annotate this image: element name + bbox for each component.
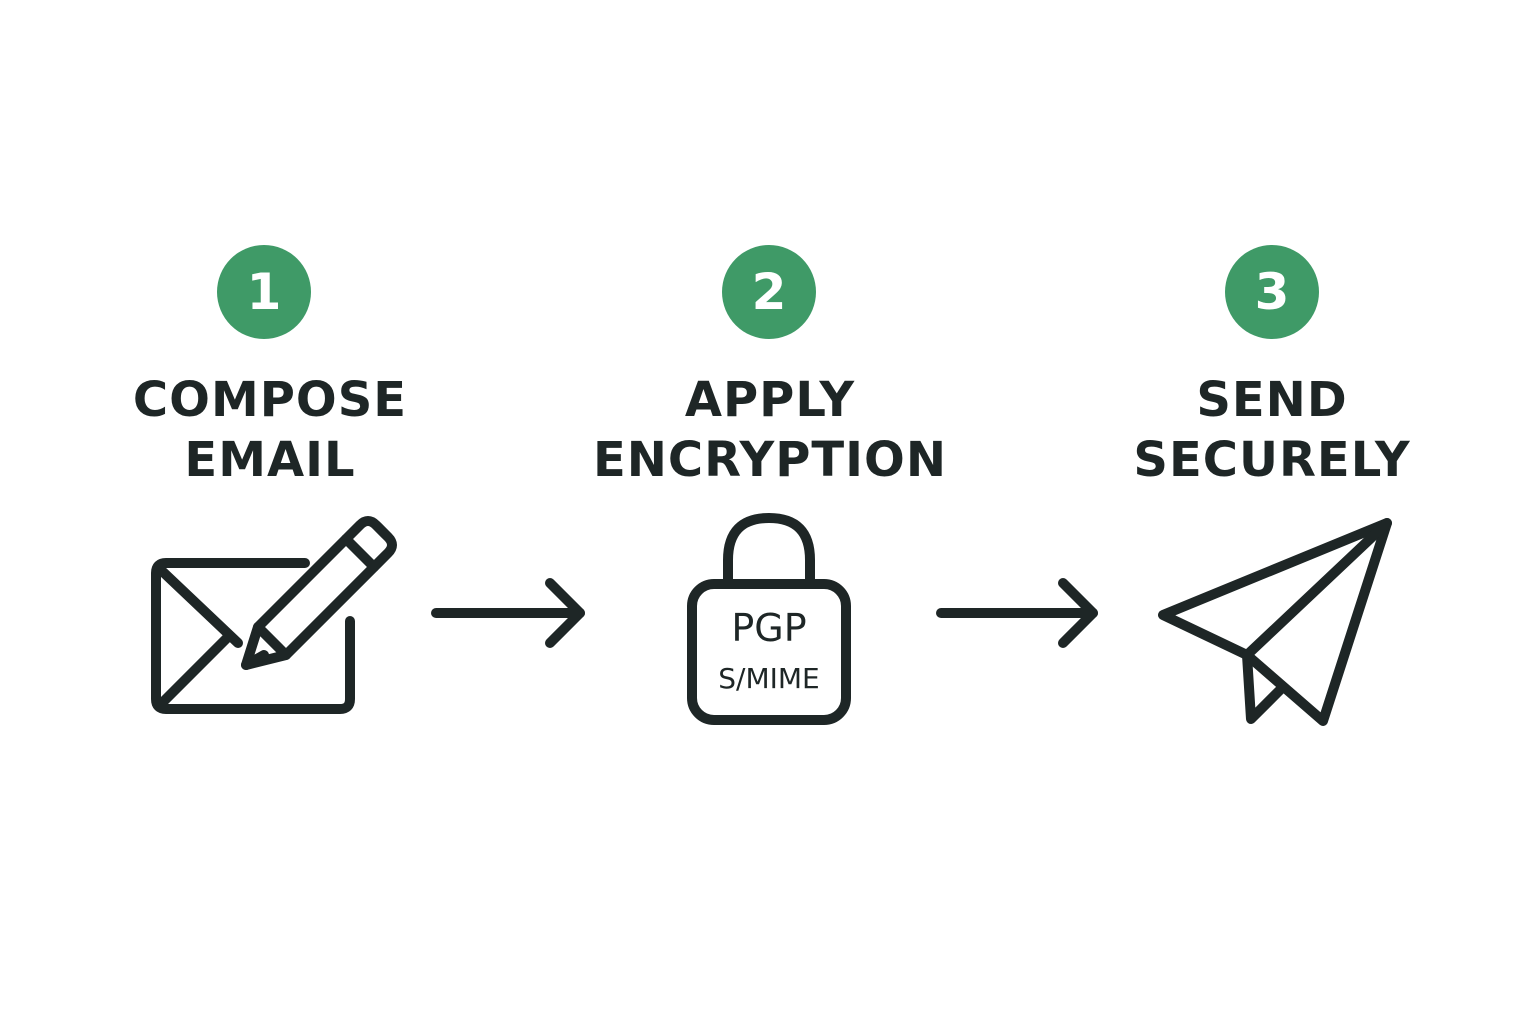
step-3-badge: 3 <box>1225 245 1319 339</box>
step-2-title-line-1: APPLY <box>684 372 856 428</box>
step-3-title-line-2: SECURELY <box>1133 432 1411 488</box>
step-1-badge: 1 <box>217 245 311 339</box>
step-2-title: APPLY ENCRYPTION <box>570 370 970 490</box>
step-1-title: COMPOSE EMAIL <box>70 370 470 490</box>
arrow-right-icon <box>936 578 1098 648</box>
step-3-title: SEND SECURELY <box>1072 370 1472 490</box>
padlock-icon: PGP S/MIME <box>686 512 852 726</box>
step-3-title-line-1: SEND <box>1196 372 1348 428</box>
step-1-title-line-1: COMPOSE <box>132 372 408 428</box>
step-2-number: 2 <box>751 263 787 321</box>
arrow-right-icon <box>431 578 585 648</box>
envelope-pencil-icon <box>151 516 397 714</box>
step-2-badge: 2 <box>722 245 816 339</box>
lock-label-pgp: PGP <box>731 606 807 650</box>
paper-plane-icon <box>1158 518 1392 726</box>
step-1-title-line-2: EMAIL <box>184 432 356 488</box>
step-1-number: 1 <box>246 263 282 321</box>
step-3-number: 3 <box>1254 263 1290 321</box>
lock-label-smime: S/MIME <box>718 662 820 695</box>
step-2-title-line-2: ENCRYPTION <box>592 432 948 488</box>
